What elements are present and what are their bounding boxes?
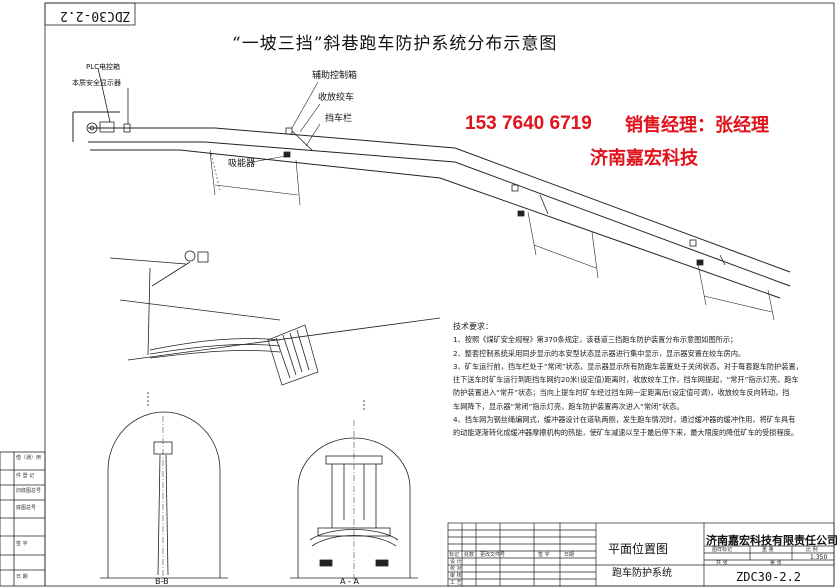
side-table-cell: 签 字 <box>16 541 28 547</box>
top-drawing-number: ZDC30-2.2 <box>60 8 131 23</box>
side-table-cell: 日 期 <box>16 574 28 580</box>
contact-phone: 153 7640 6719 <box>465 113 592 134</box>
contact-company: 济南嘉宏科技 <box>590 148 698 169</box>
tech-requirements: 技术要求： 1、按照《煤矿安全规程》第370条规定，该巷道三挡跑车防护装置分布示… <box>453 320 833 440</box>
side-table-cell: 件 登 记 <box>16 473 35 479</box>
dimension-lines <box>209 149 775 321</box>
title-block-lines <box>447 522 835 587</box>
title-block-header: 签 字 <box>538 552 550 558</box>
top-number-box <box>44 2 136 26</box>
tech-line: 2、整套控制系统采用同步显示的本安型状态显示器进行集中显示，显示器安置在绞车房内… <box>453 348 746 358</box>
title-block-number: ZDC30-2.2 <box>736 570 802 584</box>
label-plc-box: PLC电控箱 <box>86 63 121 71</box>
tech-line: 的动能逐渐转化成缓冲器摩擦机构的热能，使矿车减速以至于最后停下来，最大限度的降低… <box>453 428 799 438</box>
sheet-border <box>44 2 835 587</box>
title-block-role: 设 计 <box>450 559 462 565</box>
title-block-role: 审 核 <box>450 573 462 579</box>
title-block-plan: 平面位置图 <box>608 542 669 556</box>
tech-line: 1、按照《煤矿安全规程》第370条规定，该巷道三挡跑车防护装置分布示意图如图所示… <box>453 335 738 345</box>
label-leaders <box>251 81 321 163</box>
tech-line: 3、矿车运行前，挡车栏处于“常闭”状态，显示器显示所有防跑车装置处于关闭状态。对… <box>453 361 803 371</box>
diagram-title: “一坡三挡”斜巷跑车防护系统分布示意图 <box>232 34 558 54</box>
tech-heading: 技术要求： <box>453 322 493 331</box>
side-table-cell: 借（通）用 <box>16 455 42 461</box>
title-block-header: 更改文件号 <box>480 552 506 558</box>
protection-devices <box>283 127 726 266</box>
title-block-header: 标记 <box>449 552 460 558</box>
section-b-drawing <box>100 411 228 582</box>
label-absorber: 吸能器 <box>228 159 256 169</box>
label-local-display: 本质安全显示器 <box>72 79 121 87</box>
title-block-page: 第 张 <box>770 560 782 566</box>
section-a-label: A - A <box>340 577 359 586</box>
tech-line: 往下送车时矿车运行到距挡车网约20米(设定值)距离时，收放绞车工作，挡车网提起，… <box>453 375 799 385</box>
label-barrier: 挡车栏 <box>325 114 353 124</box>
title-block-sheet: 共 张 <box>716 560 728 566</box>
section-b-label: B-B <box>155 577 169 586</box>
plc-box-symbol <box>86 67 131 134</box>
label-aux-control-box: 辅助控制箱 <box>312 71 358 81</box>
tech-line: 防护装置进入“常开”状态；当向上提车时矿车经过挡车网一定距离后(设定值可调)，收… <box>453 388 790 398</box>
tech-line: 车网降下，显示器“常闭”指示灯亮，跑车防护装置再次进入“常闭”状态。 <box>453 401 684 411</box>
title-block-company: 济南嘉宏科技有限责任公司 <box>706 534 837 547</box>
side-table-lines <box>0 451 46 587</box>
title-block-ratio: 比 例 <box>806 547 818 553</box>
title-block-stage: 图样标记 <box>712 547 733 553</box>
title-block-role: 工 艺 <box>450 580 462 586</box>
side-table-cell: 旧底图总号 <box>16 488 42 494</box>
side-table-cell: 底图总号 <box>16 505 37 511</box>
incline-tunnel <box>72 111 791 299</box>
contact-manager: 销售经理：张经理 <box>625 115 769 136</box>
title-block-scale: 1:350 <box>810 554 828 561</box>
title-block-header: 处数 <box>464 552 475 558</box>
title-block-role: 校 对 <box>450 566 462 572</box>
tech-line: 4、挡车网为钢丝绳编网式，缓冲器设计在道轨两侧，发生跑车情况时，通过缓冲器的缓冲… <box>453 415 796 425</box>
branch-incline <box>109 250 441 412</box>
label-winch: 收放绞车 <box>318 93 355 103</box>
title-block-header: 日期 <box>564 552 575 558</box>
title-block-weight: 重 量 <box>762 547 774 553</box>
title-block-system: 跑车防护系统 <box>612 568 672 579</box>
section-a-drawing <box>290 420 418 582</box>
